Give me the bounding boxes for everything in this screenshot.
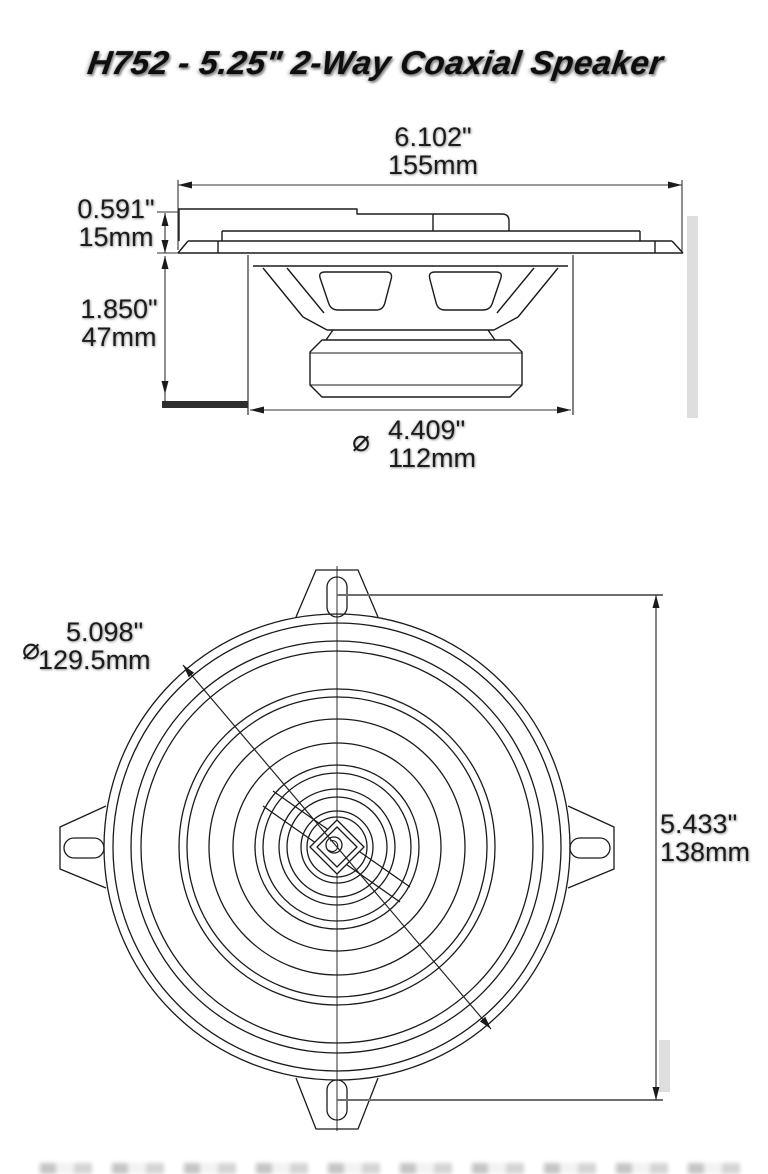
dim-overall-width-mm: 155mm — [387, 150, 479, 180]
diameter-symbol-flange: ⌀ — [22, 633, 41, 666]
dim-flange-diameter-mm: 129.5mm — [38, 645, 151, 675]
dim-mounting-depth-inches: 1.850" — [80, 294, 158, 324]
scan-bar-artifact — [162, 401, 248, 408]
dim-flange-height-lines — [157, 211, 179, 254]
mounting-slot-right — [569, 837, 611, 859]
dim-flange-diameter-lines — [182, 664, 492, 1030]
dim-overall-width-lines — [177, 180, 683, 252]
side-basket-profile — [247, 255, 574, 415]
dim-overall-height-lines — [337, 594, 663, 1101]
dim-overall-height-mm: 138mm — [660, 837, 751, 867]
mounting-slot-left — [63, 837, 105, 859]
dim-flange-height-label: 0.591" 15mm — [68, 195, 164, 251]
dim-mounting-depth-label: 1.850" 47mm — [70, 295, 168, 351]
dim-overall-height-label: 5.433" 138mm — [660, 810, 750, 866]
dim-cutout-mm: 112mm — [388, 443, 477, 473]
basket-window-right — [428, 271, 502, 311]
dim-cutout-lines — [250, 406, 571, 414]
dim-flange-diameter-inches: 5.098" — [66, 617, 144, 647]
dim-mounting-depth-mm: 47mm — [81, 322, 157, 352]
dim-cutout-inches: 4.409" — [388, 415, 466, 445]
dim-overall-width-inches: 6.102" — [394, 122, 472, 152]
side-view-drawing — [157, 180, 698, 418]
side-flange-profile — [177, 208, 684, 254]
scan-shadow-right — [687, 216, 698, 418]
scan-smudge-strip — [40, 1163, 760, 1174]
basket-window-left — [319, 271, 393, 311]
scan-shadow-bottom-right — [659, 1040, 670, 1092]
page-title: H752 - 5.25" 2-Way Coaxial Speaker — [85, 44, 666, 81]
side-magnet-profile — [309, 339, 523, 398]
dim-cutout-label: 4.409" 112mm — [388, 416, 476, 472]
dim-flange-height-mm: 15mm — [78, 222, 154, 252]
dim-overall-height-inches: 5.433" — [660, 809, 738, 839]
front-view-drawing — [59, 566, 670, 1131]
diameter-symbol-cutout: ⌀ — [352, 425, 371, 458]
dim-flange-height-inches: 0.591" — [77, 194, 155, 224]
dim-overall-width-label: 6.102" 155mm — [373, 123, 493, 179]
dim-mounting-depth-lines — [161, 256, 169, 401]
